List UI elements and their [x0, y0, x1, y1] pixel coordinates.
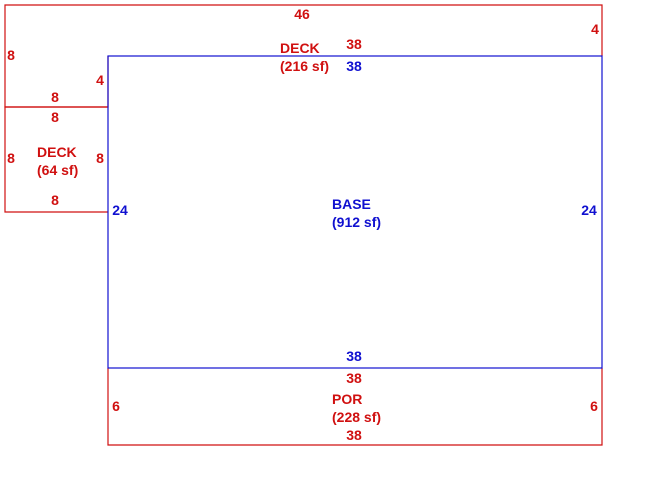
deck-top-dim-bottom: 38	[346, 36, 362, 52]
porch-dim-top: 38	[346, 370, 362, 386]
deck-top-name: DECK	[280, 40, 320, 56]
deck-left-dim-right: 8	[96, 150, 104, 166]
deck-top-dim-bottom-left: 8	[51, 89, 59, 105]
deck-left-area: (64 sf)	[37, 162, 78, 178]
porch-dim-bottom: 38	[346, 427, 362, 443]
deck-top-dim-step: 4	[96, 72, 104, 88]
deck-left-dim-bottom: 8	[51, 192, 59, 208]
deck-left-outline	[4, 106, 108, 213]
porch-area: (228 sf)	[332, 409, 381, 425]
base-name: BASE	[332, 196, 371, 212]
base-dim-top: 38	[346, 58, 362, 74]
porch-dim-right: 6	[590, 398, 598, 414]
deck-top-dim-left: 8	[7, 47, 15, 63]
deck-top-area: (216 sf)	[280, 58, 329, 74]
base-dim-right: 24	[581, 202, 597, 218]
base-dim-bottom: 38	[346, 348, 362, 364]
deck-top-dim-top: 46	[294, 6, 310, 22]
porch-name: POR	[332, 391, 362, 407]
deck-left-name: DECK	[37, 144, 77, 160]
deck-left-dim-top: 8	[51, 109, 59, 125]
base-dim-left: 24	[112, 202, 128, 218]
base-outline	[107, 55, 603, 369]
deck-top-dim-right: 4	[591, 21, 599, 37]
base-area: (912 sf)	[332, 214, 381, 230]
porch-dim-left: 6	[112, 398, 120, 414]
porch-outline	[107, 368, 603, 446]
deck-left-dim-left: 8	[7, 150, 15, 166]
